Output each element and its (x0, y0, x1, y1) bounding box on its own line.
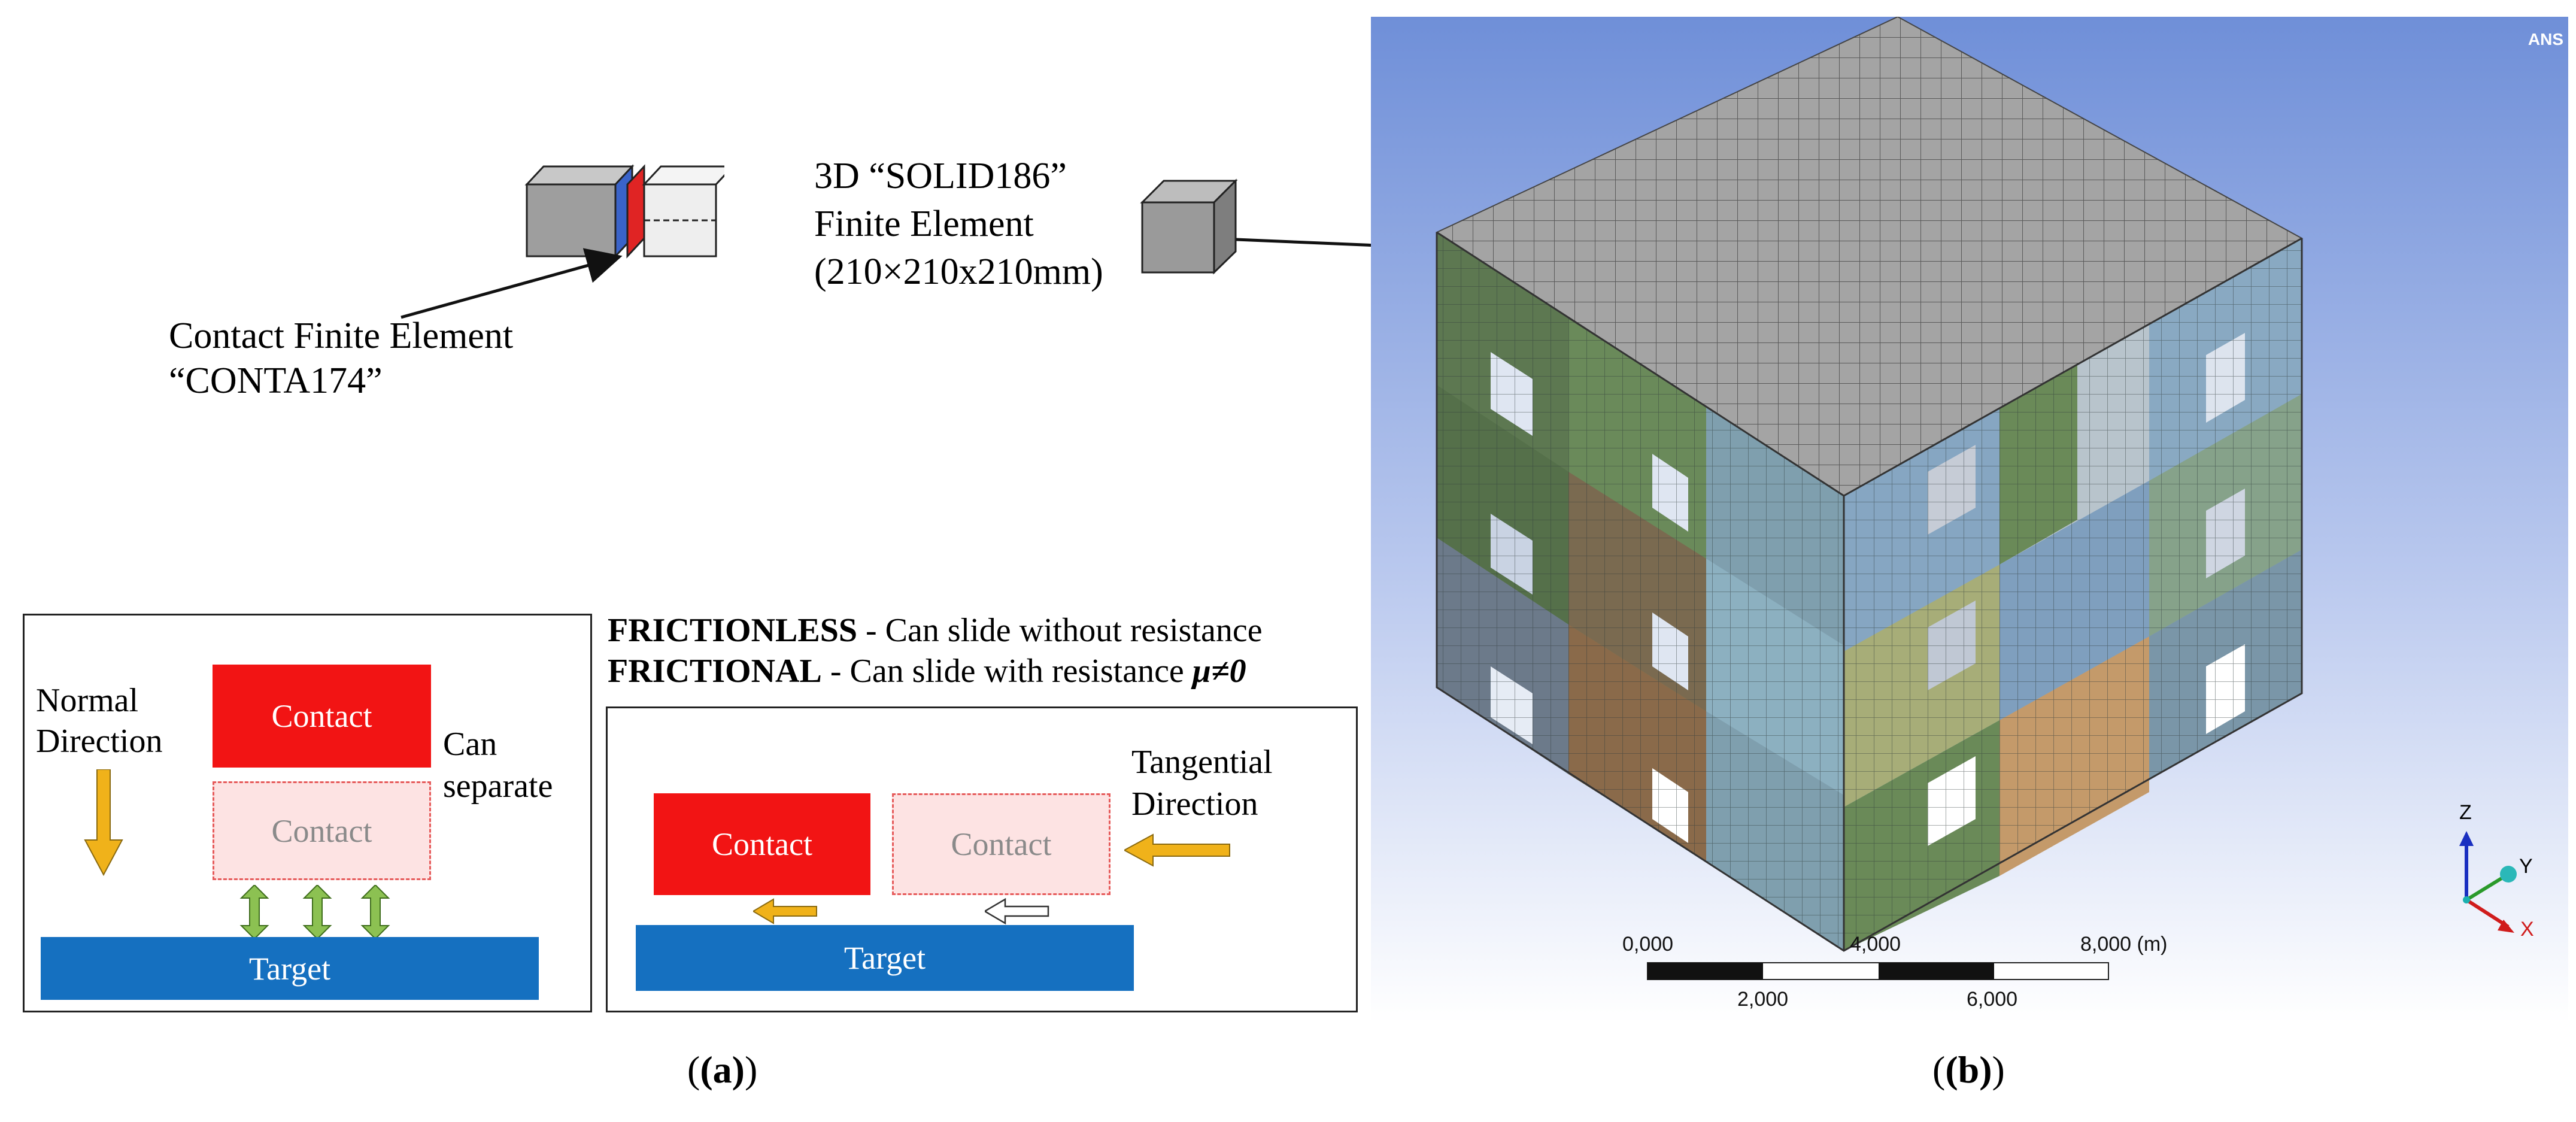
normal-direction-label-2: Direction (36, 723, 163, 760)
frictionless-key: FRICTIONLESS (608, 612, 858, 649)
model-viewport (1371, 17, 2568, 1023)
friction-arrow-solid (753, 898, 817, 924)
scale-bar (1647, 962, 2109, 980)
axis-y-label: Y (2519, 855, 2533, 878)
target-block-frictional: Target (636, 925, 1134, 991)
tangential-direction-arrow (1124, 833, 1230, 867)
contact-block-frictional: Contact (654, 793, 870, 895)
contact-element-cubes (524, 164, 724, 259)
scale-bottom-0: 2,000 (1737, 988, 1789, 1011)
panel-a-label: ((a)) (687, 1048, 758, 1091)
solid-element-label-2: Finite Element (814, 204, 1034, 244)
frictional-symbol: μ≠0 (1192, 653, 1246, 690)
tangential-direction-label-2: Direction (1131, 786, 1258, 823)
frictional-key: FRICTIONAL (608, 653, 822, 690)
solid-element-label-1: 3D “SOLID186” (814, 156, 1067, 196)
axis-x-label: X (2520, 918, 2534, 941)
axis-z-label: Z (2459, 801, 2472, 824)
panel-b-label: ((b)) (1932, 1048, 2005, 1091)
frictionless-desc: - Can slide without resistance (857, 612, 1263, 649)
normal-direction-arrow (84, 769, 123, 877)
panel-b-letter: (b) (1945, 1048, 1992, 1091)
contact-block-ghost: Contact (213, 781, 431, 880)
scale-top-0: 0,000 (1622, 933, 1674, 956)
contact-block-frictional-ghost: Contact (892, 793, 1110, 895)
frictional-desc: - Can slide with resistance (821, 653, 1193, 690)
friction-arrow-ghost (985, 898, 1049, 924)
contact-pointer-arrow (400, 248, 623, 319)
contact-block-top: Contact (213, 665, 431, 768)
solid-element-label-3: (210×210x210mm) (814, 251, 1103, 292)
contact-element-label-2: “CONTA174” (169, 360, 383, 401)
scale-top-1: 4,000 (1850, 933, 1901, 956)
frictionless-legend: FRICTIONLESS - Can slide without resista… (608, 611, 1263, 650)
panel-a-letter: (a) (700, 1048, 745, 1091)
ansys-model-view: ANS 0,000 4,000 8,000 (m) 2,000 6,000 Z … (1371, 17, 2568, 1023)
tangential-direction-label-1: Tangential (1131, 744, 1273, 781)
scale-bottom-1: 6,000 (1967, 988, 2018, 1011)
ansys-logo: ANS (2528, 30, 2563, 48)
axis-triad (2459, 831, 2517, 933)
target-block-frictionless: Target (41, 937, 539, 1000)
solid-element-cube (1140, 178, 1238, 275)
separation-arrows (239, 885, 390, 939)
normal-direction-label-1: Normal (36, 682, 139, 719)
frictional-legend: FRICTIONAL - Can slide with resistance μ… (608, 651, 1246, 691)
scale-top-2: 8,000 (m) (2080, 933, 2168, 956)
can-separate-label-2: separate (443, 768, 553, 805)
can-separate-label-1: Can (443, 726, 497, 763)
contact-element-label-1: Contact Finite Element (169, 316, 514, 356)
